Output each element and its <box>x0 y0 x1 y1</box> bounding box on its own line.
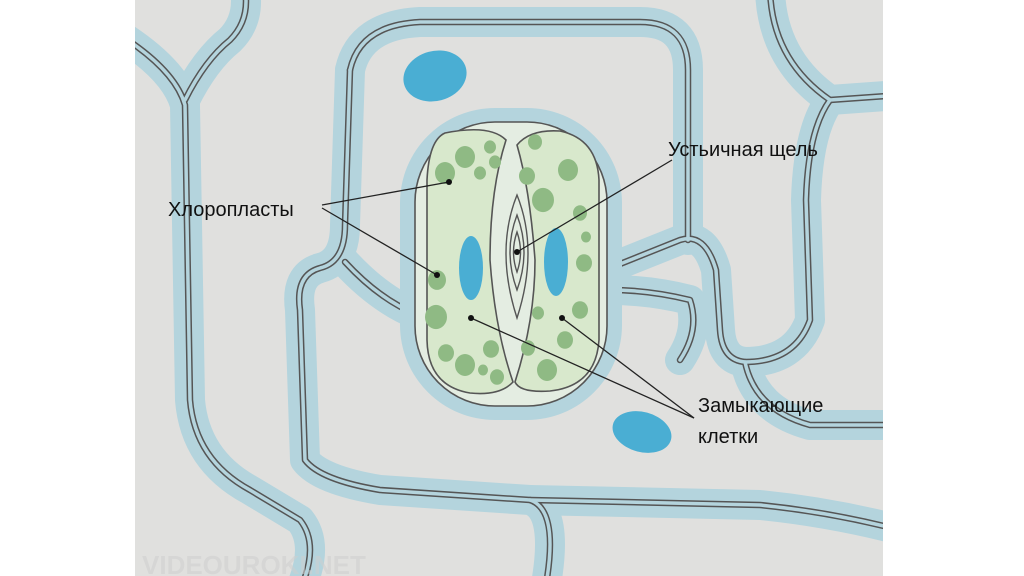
nucleus-left <box>459 236 483 300</box>
nucleus-right <box>544 228 568 296</box>
chloroplast <box>438 344 454 362</box>
chloroplast <box>576 254 592 272</box>
watermark-logo: VIDEOUROKI.NET <box>142 550 366 576</box>
chloroplast <box>532 187 554 213</box>
chloroplast <box>558 159 578 181</box>
chloroplast <box>484 140 496 154</box>
chloroplast <box>521 340 535 356</box>
chloroplast <box>478 364 488 376</box>
chloroplast <box>528 134 542 150</box>
chloroplast <box>455 146 475 168</box>
chloroplast <box>519 167 535 185</box>
stomatal-pore <box>505 193 529 321</box>
chloroplast <box>537 359 557 381</box>
chloroplast <box>425 304 447 330</box>
stain-top <box>403 50 467 102</box>
chloroplast <box>573 205 587 221</box>
chloroplast <box>581 231 591 243</box>
chloroplast <box>474 166 486 180</box>
stain-bottom <box>612 411 672 453</box>
chloroplast <box>483 340 499 358</box>
chloroplast <box>428 270 446 290</box>
chloroplast <box>489 155 501 169</box>
chloroplast <box>490 369 504 385</box>
leader-dots <box>434 179 565 321</box>
chloroplast <box>532 306 544 320</box>
leader-lines <box>321 159 695 419</box>
chloroplast <box>572 301 588 319</box>
label-stomatal-pore: Устьичная щель <box>668 139 818 161</box>
chloroplast <box>435 162 455 184</box>
label-guard-cells-2: клетки <box>698 426 758 448</box>
stoma <box>400 108 622 420</box>
label-guard-cells-1: Замыкающие <box>698 395 823 417</box>
chloroplast <box>557 331 573 349</box>
label-chloroplasts: Хлоропласты <box>168 199 294 221</box>
chloroplast <box>455 354 475 376</box>
